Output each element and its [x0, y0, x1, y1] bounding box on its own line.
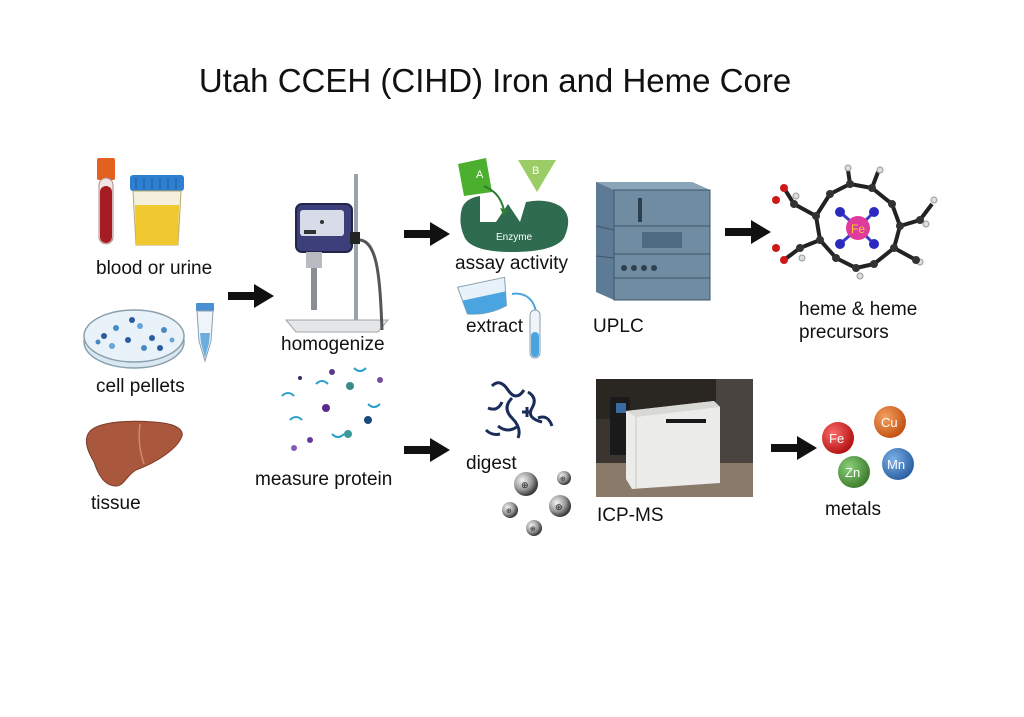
metals-label: metals — [825, 499, 881, 520]
svg-text:⊕: ⊕ — [506, 507, 512, 515]
cell-pellets-label: cell pellets — [96, 376, 185, 397]
uplc-instrument-icon — [595, 182, 711, 301]
enzyme-assay-icon: A B Enzyme — [458, 158, 569, 252]
svg-text:⊕: ⊕ — [521, 481, 529, 491]
enzyme-label: Enzyme — [496, 232, 533, 243]
tissue-label: tissue — [91, 493, 141, 514]
svg-text:⊕: ⊕ — [530, 525, 536, 533]
measure-protein-label: measure protein — [255, 469, 393, 490]
arrow-right-icon — [725, 220, 771, 244]
arrow-right-icon — [228, 284, 274, 308]
metal-fe-label: Fe — [829, 431, 844, 446]
metal-balls-icon: Fe Cu Zn Mn — [822, 406, 914, 488]
protein-molecules-icon — [281, 367, 383, 451]
extract-beaker-icon — [456, 276, 541, 359]
page-title: Utah CCEH (CIHD) Iron and Heme Core — [198, 62, 792, 99]
assay-activity-label: assay activity — [455, 253, 568, 274]
arrow-right-icon — [404, 438, 450, 462]
microtube-icon — [196, 303, 214, 363]
icp-ms-label: ICP-MS — [597, 505, 664, 526]
svg-text:⊕: ⊕ — [555, 503, 563, 513]
heme-molecule-icon: Fe — [772, 164, 938, 280]
substrate-b-label: B — [532, 165, 539, 177]
homogenize-label: homogenize — [281, 334, 385, 355]
petri-dish-icon — [83, 309, 185, 369]
liver-icon — [85, 420, 183, 487]
urine-cup-icon — [130, 175, 184, 246]
blood-tube-icon — [97, 158, 115, 245]
arrow-right-icon — [771, 436, 817, 460]
digest-label: digest — [466, 453, 517, 474]
svg-text:⊕: ⊕ — [560, 475, 566, 483]
arrow-right-icon — [404, 222, 450, 246]
icp-ms-instrument-icon — [596, 379, 753, 497]
homogenizer-icon — [284, 174, 390, 333]
metal-cu-label: Cu — [881, 415, 898, 430]
metal-zn-label: Zn — [845, 465, 860, 480]
heme-fe-label: Fe — [851, 222, 865, 236]
ion-spheres-icon: ⊕ ⊕ ⊕ ⊕ ⊕ — [502, 471, 571, 536]
metal-mn-label: Mn — [887, 457, 905, 472]
heme-label-line2: precursors — [799, 322, 889, 343]
extract-label: extract — [466, 316, 524, 337]
heme-label-line1: heme & heme — [799, 299, 918, 320]
blood-or-urine-label: blood or urine — [96, 258, 213, 279]
uplc-label: UPLC — [593, 316, 644, 337]
digest-strands-icon — [484, 381, 554, 439]
substrate-a-label: A — [476, 169, 484, 181]
